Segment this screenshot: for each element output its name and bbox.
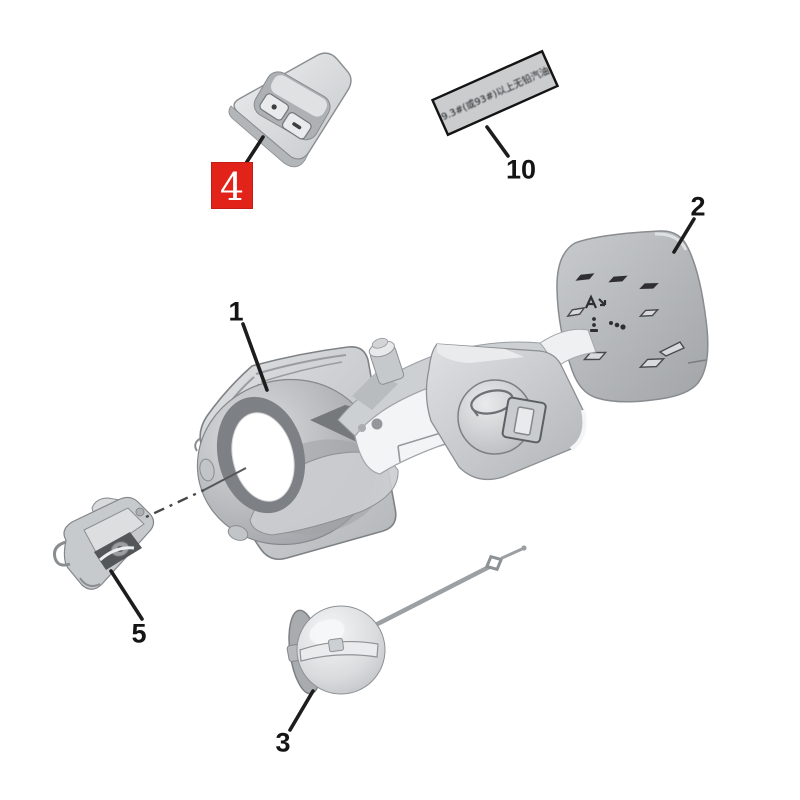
callout-1: 1: [228, 297, 243, 328]
part-filler-housing: [194, 328, 597, 561]
panel-mold-marks: [566, 273, 707, 369]
switch-button-right: [281, 112, 312, 140]
tether-loop: [484, 554, 504, 572]
hinge-pivot: [368, 337, 405, 385]
part-fuel-door-panel: [556, 230, 709, 403]
callout-2-label: 2: [690, 191, 706, 222]
part-release-switch: [228, 52, 352, 168]
door-flap-inner: [425, 343, 587, 481]
flap-latch-clip: [501, 396, 547, 444]
leader-line-5: [109, 569, 144, 621]
button-bar-icon: [292, 122, 302, 130]
callout-10-label: 10: [505, 154, 537, 185]
callout-5-label: 5: [131, 618, 147, 649]
callout-3-label: 3: [275, 727, 291, 758]
part-fuel-grade-sticker: 9.3#(或93#)以上无铅汽油: [430, 49, 560, 137]
button-dot-icon: [271, 104, 277, 110]
callout-5: 5: [131, 619, 146, 650]
leader-line-1: [241, 322, 269, 392]
leader-line-10: [485, 125, 510, 158]
callout-2: 2: [690, 192, 705, 223]
alignment-dashed-line: [145, 488, 205, 519]
alignment-line: [203, 467, 247, 491]
switch-button-left: [259, 93, 290, 121]
leader-line-3: [288, 689, 315, 732]
part-filler-cap: [286, 545, 527, 695]
callout-4-highlighted: 4: [211, 162, 253, 209]
part-lock-actuator: [53, 496, 155, 590]
leader-line-2: [672, 217, 696, 254]
callout-4-label: 4: [219, 164, 245, 209]
callout-3: 3: [275, 728, 290, 759]
callout-1-label: 1: [228, 296, 244, 327]
callout-10: 10: [506, 155, 536, 186]
